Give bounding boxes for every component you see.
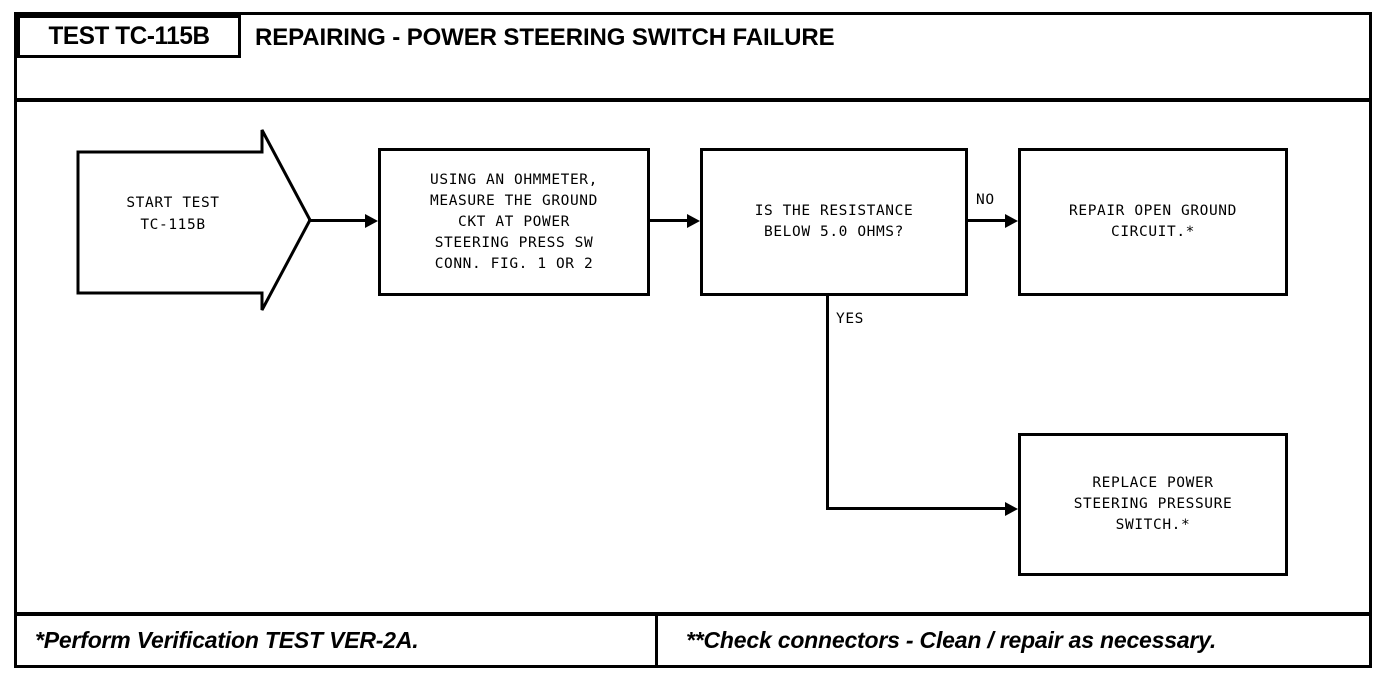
- footer-note-right: **Check connectors - Clean / repair as n…: [686, 627, 1217, 653]
- arrowhead-to-decision: [687, 213, 700, 228]
- footer-note-left: *Perform Verification TEST VER-2A.: [35, 627, 419, 653]
- test-id-label: TEST TC-115B: [48, 22, 210, 50]
- flow-node-start: START TEST TC-115B: [70, 124, 318, 320]
- flow-node-replace: REPLACE POWER STEERING PRESSURE SWITCH.*: [1018, 433, 1288, 576]
- flow-node-repair: REPAIR OPEN GROUND CIRCUIT.*: [1018, 148, 1288, 296]
- flow-node-measure-label: USING AN OHMMETER, MEASURE THE GROUND CK…: [430, 171, 598, 272]
- page-title: REPAIRING - POWER STEERING SWITCH FAILUR…: [255, 23, 835, 51]
- flow-node-measure: USING AN OHMMETER, MEASURE THE GROUND CK…: [378, 148, 650, 296]
- arrowhead-to-repair: [1005, 213, 1018, 228]
- connector-measure-to-decision: [650, 219, 693, 222]
- page-border: [14, 12, 1372, 668]
- connector-yes-horizontal: [826, 507, 1014, 510]
- flow-node-start-label: START TEST TC-115B: [126, 195, 220, 233]
- header-divider: [14, 98, 1372, 102]
- connector-yes-vertical: [826, 293, 829, 510]
- footer-divider: [14, 612, 1372, 616]
- flow-node-repair-label: REPAIR OPEN GROUND CIRCUIT.*: [1069, 203, 1237, 240]
- flow-node-decision: IS THE RESISTANCE BELOW 5.0 OHMS?: [700, 148, 968, 296]
- connector-no-branch: [968, 219, 1014, 222]
- arrowhead-to-replace: [1005, 501, 1018, 516]
- test-id-badge: TEST TC-115B: [17, 15, 241, 58]
- edge-label-yes: YES: [836, 311, 864, 327]
- flow-node-decision-label: IS THE RESISTANCE BELOW 5.0 OHMS?: [754, 203, 914, 240]
- flow-node-replace-label: REPLACE POWER STEERING PRESSURE SWITCH.*: [1073, 475, 1233, 533]
- edge-label-no: NO: [976, 192, 995, 208]
- connector-start-to-measure: [308, 219, 370, 222]
- footer: *Perform Verification TEST VER-2A. **Che…: [17, 616, 1369, 665]
- header: TEST TC-115B REPAIRING - POWER STEERING …: [17, 15, 1369, 100]
- arrowhead-to-measure: [365, 213, 378, 228]
- footer-cell-separator: [655, 616, 658, 668]
